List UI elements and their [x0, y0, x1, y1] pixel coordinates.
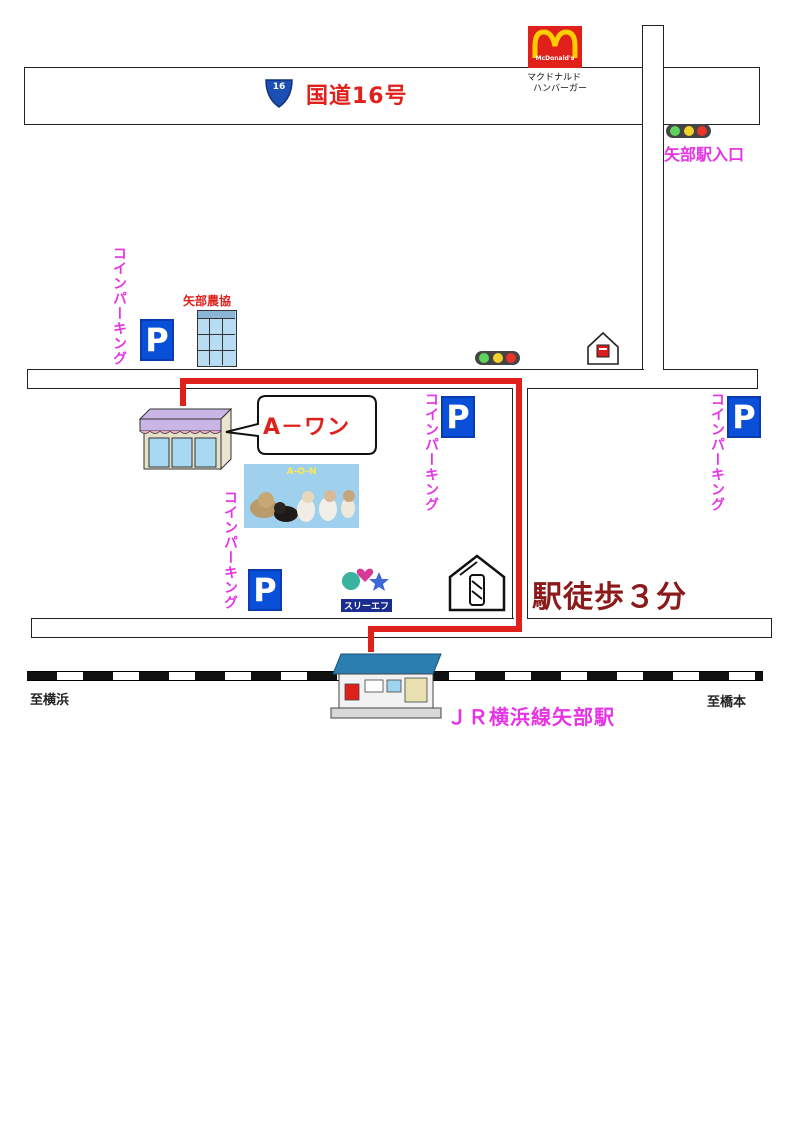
shop-building-icon [139, 408, 233, 471]
route16-shield-icon [265, 79, 293, 108]
walk-time-label: 駅徒歩３分 [532, 580, 687, 615]
station-entrance-label: 矢部駅入口 [664, 145, 745, 164]
coin-parking-label-3: コインパーキング [423, 392, 439, 512]
signal-yellow-icon [683, 126, 694, 136]
parking-sign-2: P [248, 569, 282, 611]
parking-sign-3: P [441, 396, 475, 438]
mcdonalds-logo: McDonald's [528, 26, 582, 68]
direction-yokohama: 至横浜 [30, 693, 70, 708]
traffic-light-top [666, 124, 711, 138]
traffic-light-middle [475, 351, 520, 365]
route16-road [24, 67, 760, 125]
route16-shield-text: 16 [272, 82, 286, 92]
signal-green-icon [670, 126, 680, 136]
station-building-icon [330, 653, 442, 719]
road-joint-middle [643, 360, 663, 371]
shop-photo: A-O-N [244, 464, 359, 528]
ja-label: 矢部農協 [183, 294, 232, 308]
ja-building-icon [197, 310, 237, 367]
shop-name: A－ワン [263, 415, 351, 440]
three-f-logo-icon [342, 568, 389, 591]
station-name: ＪＲ横浜線矢部駅 [447, 705, 615, 729]
route16-label: 国道16号 [306, 84, 408, 109]
coin-parking-label-2: コインパーキング [222, 490, 238, 610]
shop-photo-badge: A-O-N [286, 467, 317, 477]
mcdonalds-label-line1: マクドナルド [527, 73, 582, 83]
parking-sign-4: P [727, 396, 761, 438]
mcdonalds-label-line2: ハンバーガー [533, 84, 588, 94]
route16-shield: 16 [262, 76, 296, 110]
signal-red-icon [697, 126, 707, 136]
postbox-house-icon [587, 331, 619, 365]
direction-hashimoto: 至橋本 [707, 695, 747, 710]
shop-speech-bubble [225, 395, 377, 455]
road-joint-top [643, 66, 663, 126]
mcdonalds-logo-text: McDonald's [535, 55, 575, 62]
signal-yellow-icon [492, 353, 503, 363]
barber-house-icon [448, 554, 506, 612]
route-line [180, 378, 522, 652]
dogs-photo-icon [250, 490, 355, 522]
coin-parking-label-4: コインパーキング [709, 392, 725, 512]
golden-arches-icon [532, 29, 578, 58]
signal-green-icon [479, 353, 489, 363]
signal-red-icon [506, 353, 516, 363]
coin-parking-label-1: コインパーキング [111, 246, 127, 366]
three-f-label: スリーエフ [341, 599, 393, 612]
parking-sign-1: P [140, 319, 174, 361]
